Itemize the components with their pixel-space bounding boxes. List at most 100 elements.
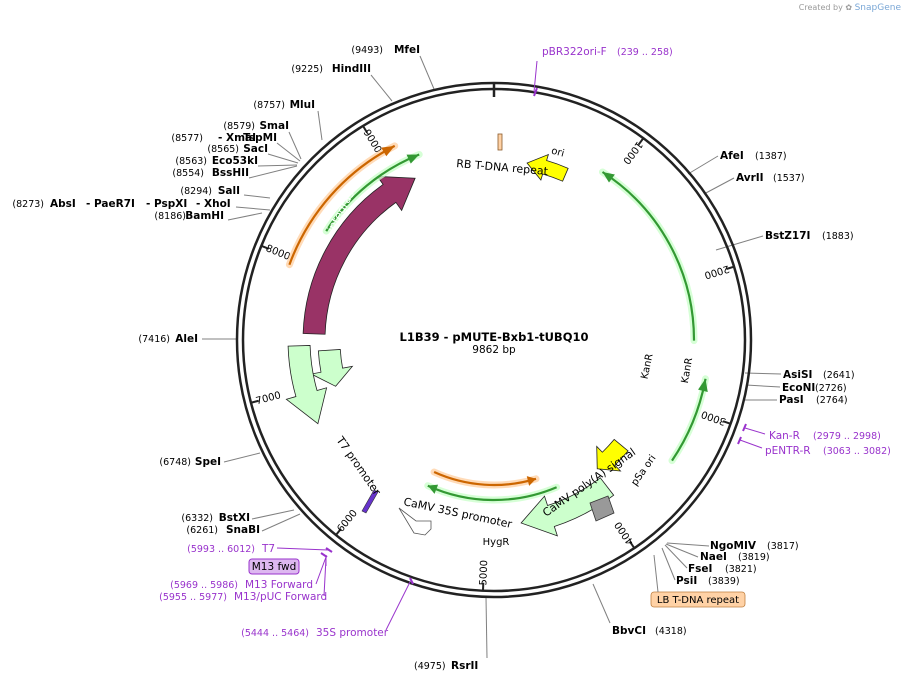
feature-orange-arc-bottom[interactable]: [430, 468, 540, 489]
site-name[interactable]: AleI: [175, 333, 198, 345]
site-name[interactable]: BstXI: [219, 512, 250, 524]
site-coord: (2641): [823, 370, 855, 381]
site-leader: [276, 142, 301, 162]
primer-m13-fwd-box[interactable]: [248, 558, 300, 575]
primer-35s-leader: [385, 581, 411, 631]
site-leader: [235, 206, 271, 211]
site-leader-lines: [202, 55, 782, 659]
primer-35s-range[interactable]: (5444 .. 5464): [241, 628, 309, 639]
feature-bxb1-integrase[interactable]: [302, 175, 416, 335]
site-name[interactable]: SnaBI: [226, 524, 260, 536]
site-name-2[interactable]: - XmaI: [218, 132, 256, 144]
site-leader: [267, 153, 299, 164]
primer-pbr322-name[interactable]: pBR322ori-F: [542, 46, 607, 58]
feature-kanr-1[interactable]: [310, 349, 354, 387]
lb-tdna-box[interactable]: [650, 591, 746, 608]
primer-kanr-name[interactable]: Kan-R: [769, 430, 800, 442]
primer-kanr-tick[interactable]: [742, 423, 747, 432]
primer-t7-tick[interactable]: [325, 547, 333, 553]
site-name[interactable]: SmaI: [260, 120, 290, 132]
site-name[interactable]: BssHII: [212, 167, 249, 179]
ruler-tick: [250, 399, 259, 404]
site-name[interactable]: BamHI: [185, 210, 224, 222]
site-coord: (6261): [186, 525, 218, 536]
feature-green-arc-bottom[interactable]: [424, 482, 561, 504]
feature-green-arc-right[interactable]: [668, 375, 709, 465]
primer-m13puc-range[interactable]: (5955 .. 5977): [159, 592, 227, 603]
feature-rb-tdna-shape[interactable]: [497, 133, 503, 151]
ruler-label: 4000: [613, 519, 636, 546]
feature-t7-shape[interactable]: [361, 489, 379, 514]
site-name[interactable]: BstZ17I: [765, 230, 810, 242]
site-name[interactable]: SalI: [218, 185, 240, 197]
site-name[interactable]: HindIII: [332, 63, 371, 75]
ruler-tick: [629, 540, 636, 549]
ruler-tick: [335, 528, 342, 536]
site-name[interactable]: FseI: [688, 563, 712, 575]
feature-kanr-2[interactable]: [285, 345, 328, 425]
primer-t7-name[interactable]: T7: [261, 543, 275, 555]
ruler-tick: [637, 137, 645, 146]
feature-green-arc-top[interactable]: [599, 168, 698, 345]
feature-hygr[interactable]: [520, 477, 615, 537]
site-name[interactable]: EcoNI: [782, 382, 815, 394]
site-coord: (2764): [816, 395, 848, 406]
site-name[interactable]: PasI: [779, 394, 804, 406]
primer-m13-fwd-name[interactable]: M13 fwd: [252, 561, 297, 573]
ruler-tick: [362, 125, 369, 134]
site-name[interactable]: TspMI: [243, 132, 277, 144]
primer-pbr322-range[interactable]: (239 .. 258): [617, 47, 673, 58]
site-leader: [257, 164, 298, 167]
feature-ori[interactable]: [526, 153, 569, 182]
site-name-3[interactable]: - PspXI: [146, 198, 187, 210]
site-leader: [485, 596, 488, 659]
primer-pentr-name[interactable]: pENTR-R: [765, 445, 811, 457]
primer-kanr-range[interactable]: (2979 .. 2998): [813, 431, 881, 442]
site-leader: [665, 543, 699, 558]
primer-kanr-leader: [744, 427, 766, 435]
plasmid-name: L1B39 - pMUTE-Bxb1-tUBQ10: [400, 330, 589, 344]
site-leader: [664, 544, 688, 569]
site-coord: (8757): [253, 100, 285, 111]
primer-m13f-range[interactable]: (5969 .. 5986): [170, 580, 238, 591]
primer-35s-name[interactable]: 35S promoter: [316, 627, 389, 639]
site-leader: [666, 542, 710, 547]
feature-lb-tdna-label: LB T-DNA repeat: [657, 595, 739, 606]
site-name[interactable]: AvrII: [736, 172, 764, 184]
site-name[interactable]: PsiI: [676, 575, 697, 587]
primer-pentr-leader: [739, 439, 763, 449]
lb-tdna-leader: [653, 554, 659, 593]
feature-t7-label: T7 promoter: [333, 433, 384, 498]
feature-polya-shape[interactable]: [589, 495, 615, 522]
site-name[interactable]: Eco53kI: [212, 155, 258, 167]
site-name[interactable]: MfeI: [394, 44, 420, 56]
feature-orange-arc-left[interactable]: [285, 142, 399, 269]
site-leader: [687, 155, 719, 175]
snapgene-logo-icon: ✿: [845, 3, 853, 12]
site-name[interactable]: BbvCI: [612, 625, 646, 637]
site-name[interactable]: AbsI: [50, 198, 76, 210]
site-name[interactable]: NaeI: [700, 551, 727, 563]
site-name[interactable]: MluI: [290, 99, 315, 111]
feature-35s-shape[interactable]: [398, 507, 432, 536]
feature-green-arc-left[interactable]: [322, 151, 423, 235]
primer-m13puc-leader: [323, 557, 327, 597]
primer-m13puc-name[interactable]: M13/pUC Forward: [234, 591, 327, 603]
primer-pentr-range[interactable]: (3063 .. 3082): [823, 446, 891, 457]
site-name[interactable]: SacI: [243, 143, 268, 155]
site-leader: [227, 212, 263, 221]
site-name-4[interactable]: - XhoI: [196, 198, 231, 210]
site-name[interactable]: SpeI: [195, 456, 221, 468]
site-name[interactable]: RsrII: [451, 660, 478, 672]
site-name-2[interactable]: - PaeR7I: [86, 198, 135, 210]
feature-psa-ori[interactable]: [596, 438, 629, 472]
primer-m13f-name[interactable]: M13 Forward: [245, 579, 313, 591]
site-name[interactable]: NgoMIV: [710, 540, 757, 552]
primer-35s-tick[interactable]: [409, 577, 414, 585]
primer-t7-range[interactable]: (5993 .. 6012): [187, 544, 255, 555]
site-name[interactable]: AsiSI: [783, 369, 812, 381]
primer-pbr322-tick[interactable]: [533, 87, 538, 97]
primer-pentr-tick[interactable]: [737, 436, 742, 445]
site-name[interactable]: AfeI: [720, 150, 744, 162]
site-coord: (9493): [351, 45, 383, 56]
